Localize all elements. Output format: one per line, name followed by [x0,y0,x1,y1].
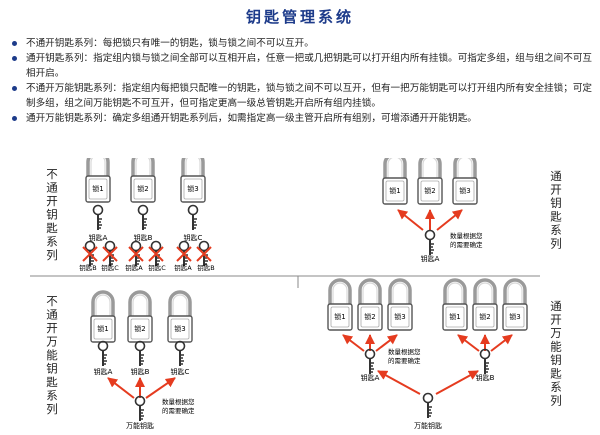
quadrant-not-common-master: 锁1 锁2 锁3 钥匙A 钥匙B 钥匙C 万能钥匙 数量根据您 的需要确定 [89,290,195,430]
key-label: 钥匙B [134,233,153,242]
lock-label: 锁1 [449,312,460,321]
label-common-master: 通开万能钥匙系列 [549,300,563,408]
master-key-label: 万能钥匙 [414,421,442,430]
crossed-key-label: 钥匙A [125,263,143,272]
page-title: 钥匙管理系统 [245,8,354,26]
label-not-common-master: 不通开万能钥匙系列 [45,295,59,417]
key-label: 钥匙B [476,373,495,382]
crossed-key-label: 钥匙B [197,263,214,272]
quantity-note: 的需要确定 [162,406,195,415]
crossed-key-label: 钥匙C [148,263,166,272]
key-label: 钥匙C [184,233,203,242]
label-common-keys: 通开钥匙系列 [549,170,563,251]
key-label: 钥匙C [171,367,190,376]
quantity-note: 数量根据您 [450,231,483,240]
key-label: 钥匙A [361,373,380,382]
bullet-item: 通开钥匙系列：指定组内锁与锁之间全部可以互相开启，任意一把或几把钥匙可以打开组内… [8,51,593,81]
bullet-list: 不通开钥匙系列：每把锁只有唯一的钥匙，锁与锁之间不可以互开。 通开钥匙系列：指定… [8,36,593,126]
quadrant-not-common: 锁1 锁2 锁3 钥匙A 钥匙B 钥匙C 钥匙B 钥匙C 钥匙A 钥匙C 钥匙A… [79,158,215,272]
lock-label: 锁1 [97,324,108,333]
bullet-item: 通开万能钥匙系列：确定多组通开钥匙系列后，如需指定高一级主管开启所有组别，可增添… [8,111,593,126]
quantity-note: 的需要确定 [388,356,421,365]
lock-label: 锁1 [389,186,400,195]
quadrant-common: 锁1 锁2 锁3 钥匙A 数量根据您 的需要确定 [381,158,483,263]
crossed-key-label: 钥匙B [79,263,96,272]
quantity-note: 的需要确定 [450,240,483,249]
bullet-item: 不通开钥匙系列：每把锁只有唯一的钥匙，锁与锁之间不可以互开。 [8,36,593,51]
lock-label: 锁2 [137,184,148,193]
lock-label: 锁3 [459,186,470,195]
lock-label: 锁1 [92,184,103,193]
quantity-note: 数量根据您 [388,347,421,356]
lock-label: 锁2 [479,312,490,321]
key-label: 钥匙A [94,367,113,376]
lock-label: 锁3 [174,324,185,333]
key-label: 钥匙A [89,233,108,242]
lock-label: 锁2 [424,186,435,195]
lock-label: 锁3 [394,312,405,321]
lock-label: 锁3 [187,184,198,193]
label-not-common-keys: 不通开钥匙系列 [45,168,59,263]
crossed-key-label: 钥匙C [101,263,119,272]
crossed-key-label: 钥匙A [174,263,192,272]
lock-label: 锁3 [509,312,520,321]
quadrant-common-master: 锁1 锁2 锁3 锁1 锁2 锁3 钥匙A 数量根据您 的需要确定 钥匙B 万能… [326,278,529,430]
bullet-item: 不通开万能钥匙系列：指定组内每把锁只配唯一的钥匙，锁与锁之间不可以互开，但有一把… [8,81,593,111]
master-key-label: 万能钥匙 [126,421,154,430]
key-label: 钥匙A [421,254,440,263]
quantity-note: 数量根据您 [162,397,195,406]
key-label: 钥匙B [131,367,150,376]
lock-label: 锁2 [364,312,375,321]
lock-label: 锁1 [334,312,345,321]
lock-label: 锁2 [134,324,145,333]
key-system-diagram: 锁1 锁2 锁3 钥匙A 钥匙B 钥匙C 钥匙B 钥匙C 钥匙A 钥匙C 钥匙A… [30,158,540,430]
